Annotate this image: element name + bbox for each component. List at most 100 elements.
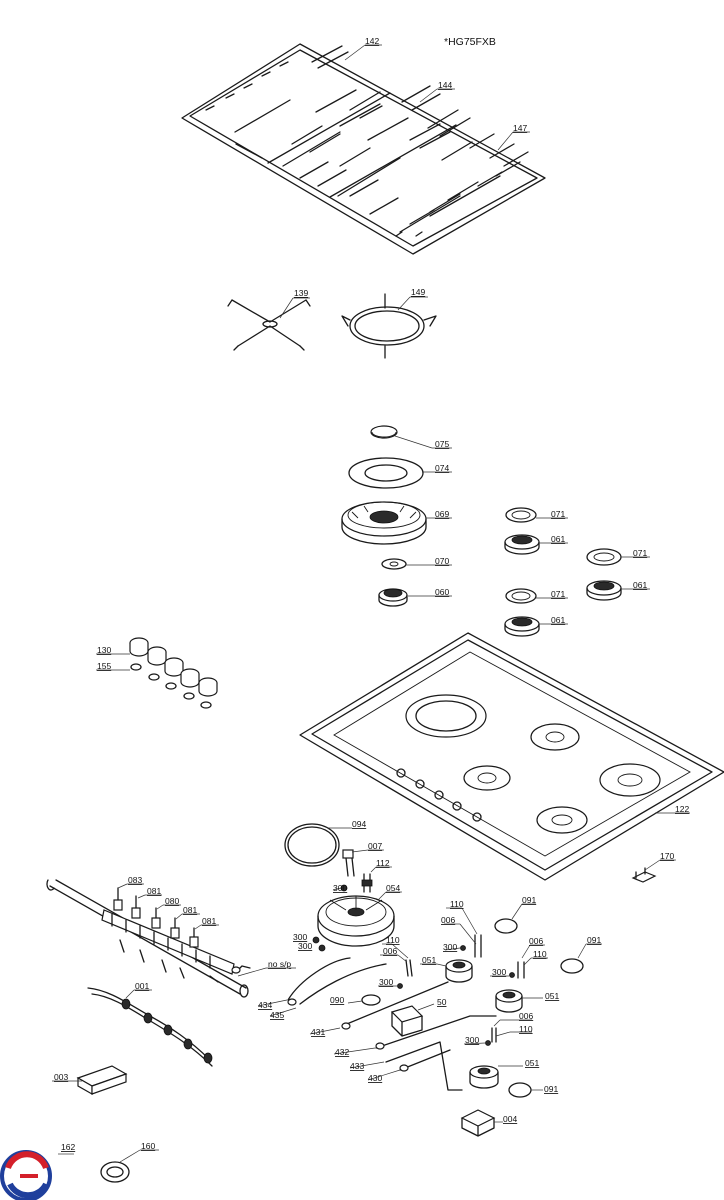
label-300-f: 300 bbox=[492, 967, 506, 977]
label-071-b: 071 bbox=[633, 548, 647, 558]
label-432: 432 bbox=[335, 1047, 349, 1057]
wok-spark-plug bbox=[361, 873, 373, 893]
cross-pan-support bbox=[227, 299, 311, 351]
knob-seals bbox=[130, 663, 212, 709]
label-051-b: 051 bbox=[545, 991, 559, 1001]
label-300-a: 300 bbox=[333, 883, 347, 893]
label-006-a: 006 bbox=[383, 946, 397, 956]
seal-gasket bbox=[284, 823, 340, 867]
label-080: 080 bbox=[165, 896, 179, 906]
label-162: 162 bbox=[61, 1142, 75, 1152]
label-081-b: 081 bbox=[183, 905, 197, 915]
thermocouple-clip-c bbox=[508, 1082, 532, 1098]
label-090: 090 bbox=[330, 995, 344, 1005]
wok-burner-crown bbox=[341, 501, 427, 545]
wok-thermocouple bbox=[342, 849, 355, 877]
label-no-sp: no s/p bbox=[268, 959, 291, 969]
label-300-d: 300 bbox=[379, 977, 393, 987]
label-091-b: 091 bbox=[587, 935, 601, 945]
wok-burner-base bbox=[317, 895, 395, 947]
label-142: 142 bbox=[365, 36, 379, 46]
label-110-a: 110 bbox=[386, 935, 400, 945]
label-435: 435 bbox=[270, 1010, 284, 1020]
label-160: 160 bbox=[141, 1141, 155, 1151]
label-007: 007 bbox=[368, 841, 382, 851]
label-430: 430 bbox=[368, 1073, 382, 1083]
auxiliary-burner-cap bbox=[381, 558, 407, 570]
label-061-b: 061 bbox=[633, 580, 647, 590]
wok-burner-cap bbox=[370, 425, 398, 439]
label-001: 001 bbox=[135, 981, 149, 991]
label-300-e: 300 bbox=[443, 942, 457, 952]
sealing-washer bbox=[100, 1161, 130, 1183]
label-110-c: 110 bbox=[533, 949, 547, 959]
burner-cap-c bbox=[505, 588, 537, 604]
label-071-a: 071 bbox=[551, 509, 565, 519]
label-051-a: 051 bbox=[422, 955, 436, 965]
label-300-g: 300 bbox=[465, 1035, 479, 1045]
label-075: 075 bbox=[435, 439, 449, 449]
supply-pipes bbox=[231, 957, 497, 1091]
label-147: 147 bbox=[513, 123, 527, 133]
label-074: 074 bbox=[435, 463, 449, 473]
label-110-b: 110 bbox=[450, 899, 464, 909]
burner-cap-a bbox=[505, 507, 537, 523]
brand-logo bbox=[0, 1150, 52, 1200]
label-155: 155 bbox=[97, 661, 111, 671]
label-122: 122 bbox=[675, 804, 689, 814]
label-139: 139 bbox=[294, 288, 308, 298]
ignition-harness bbox=[87, 987, 213, 1067]
thermocouple-b bbox=[474, 934, 482, 958]
label-300-c: 300 bbox=[298, 941, 312, 951]
burner-cup-a bbox=[445, 959, 473, 983]
burner-head-a bbox=[504, 534, 540, 555]
model-code: *HG75FXB bbox=[444, 36, 496, 48]
label-070: 070 bbox=[435, 556, 449, 566]
thermocouple-d bbox=[491, 1027, 497, 1043]
label-434: 434 bbox=[258, 1000, 272, 1010]
ignition-clip-090 bbox=[361, 994, 381, 1006]
label-004: 004 bbox=[503, 1114, 517, 1124]
thermocouple-a bbox=[405, 959, 413, 977]
label-083: 083 bbox=[128, 875, 142, 885]
label-112: 112 bbox=[376, 858, 390, 868]
label-091-c: 091 bbox=[544, 1084, 558, 1094]
label-054: 054 bbox=[386, 883, 400, 893]
burner-cup-50 bbox=[390, 1005, 424, 1037]
label-003: 003 bbox=[54, 1072, 68, 1082]
thermocouple-clip-a bbox=[494, 918, 518, 934]
burner-cup-b bbox=[495, 989, 523, 1013]
label-50: 50 bbox=[437, 997, 447, 1007]
label-006-d: 006 bbox=[519, 1011, 533, 1021]
label-094: 094 bbox=[352, 819, 366, 829]
gas-inlet-connector bbox=[460, 1109, 496, 1137]
label-061-c: 061 bbox=[551, 615, 565, 625]
pan-support-grid bbox=[181, 43, 546, 255]
burner-head-c bbox=[504, 616, 540, 637]
wok-burner-ring-cap bbox=[348, 457, 424, 489]
label-069: 069 bbox=[435, 509, 449, 519]
label-144: 144 bbox=[438, 80, 452, 90]
label-071-c: 071 bbox=[551, 589, 565, 599]
burner-cup-c bbox=[469, 1065, 499, 1089]
burner-head-b bbox=[586, 580, 622, 601]
label-431: 431 bbox=[311, 1027, 325, 1037]
auxiliary-burner-head bbox=[378, 588, 408, 607]
label-051-c: 051 bbox=[525, 1058, 539, 1068]
label-149: 149 bbox=[411, 287, 425, 297]
fixing-bracket bbox=[631, 867, 657, 883]
label-060: 060 bbox=[435, 587, 449, 597]
label-081-c: 081 bbox=[202, 916, 216, 926]
label-091-a: 091 bbox=[522, 895, 536, 905]
hob-top-plate bbox=[299, 632, 724, 881]
label-006-c: 006 bbox=[529, 936, 543, 946]
burner-cap-b bbox=[586, 548, 622, 566]
gas-valves bbox=[101, 887, 235, 983]
label-300-b: 300 bbox=[293, 932, 307, 942]
label-081-a: 081 bbox=[147, 886, 161, 896]
spark-generator bbox=[76, 1065, 128, 1096]
label-006-b: 006 bbox=[441, 915, 455, 925]
wok-ring bbox=[341, 293, 437, 359]
label-130: 130 bbox=[97, 645, 111, 655]
